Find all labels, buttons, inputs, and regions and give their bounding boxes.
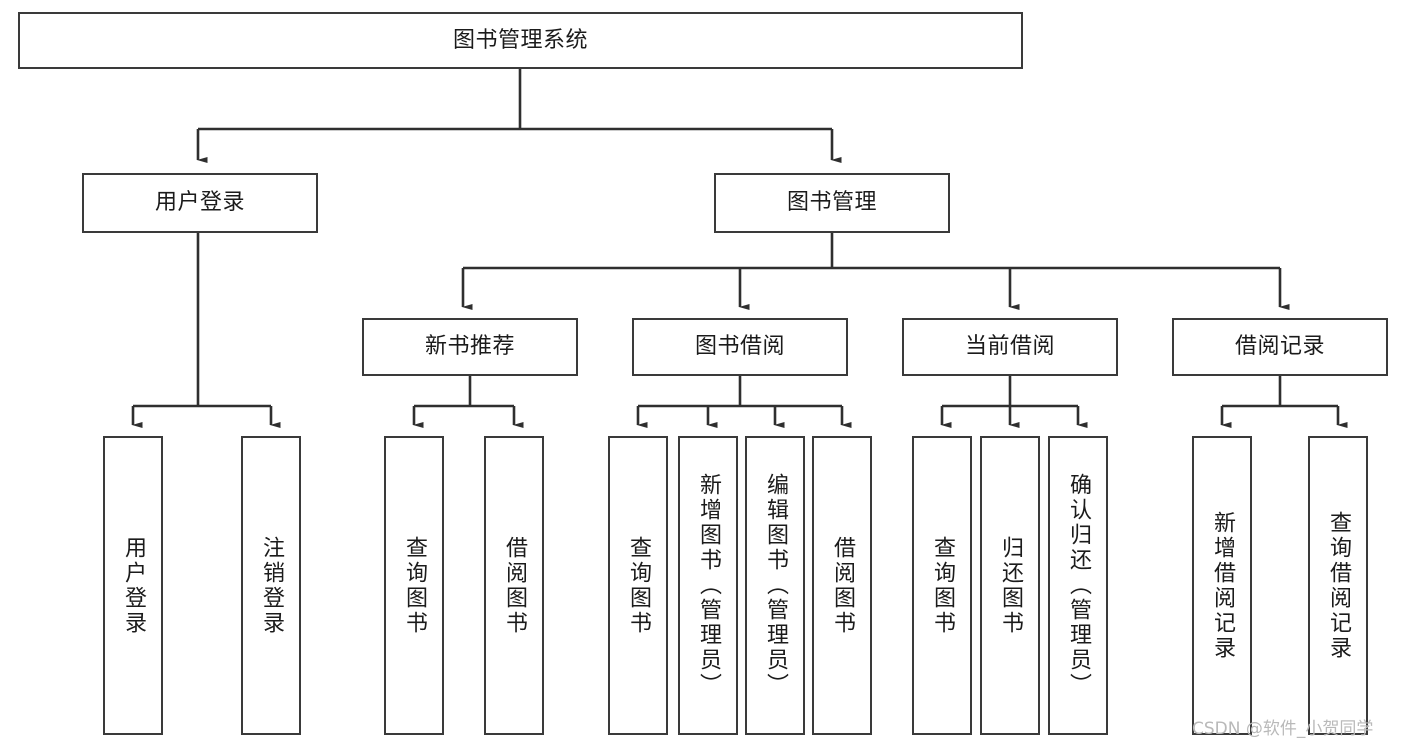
leaf-borrow-record-add[interactable]: 新增借阅记录: [1192, 436, 1252, 735]
node-borrow-record[interactable]: 借阅记录: [1172, 318, 1388, 376]
leaf-book-borrow-add[interactable]: 新增图书（管理员）: [678, 436, 738, 735]
node-label: 编辑图书（管理员）: [762, 473, 788, 698]
node-label: 归还图书: [997, 535, 1023, 636]
leaf-book-borrow-query[interactable]: 查询图书: [608, 436, 668, 735]
node-label: 借阅记录: [1234, 334, 1325, 360]
leaf-current-borrow-query[interactable]: 查询图书: [912, 436, 972, 735]
node-label: 借阅图书: [829, 535, 855, 636]
node-label: 图书管理系统: [452, 27, 588, 53]
csdn-watermark: CSDN @软件_小贺同学: [1192, 719, 1374, 739]
leaf-book-borrow-edit[interactable]: 编辑图书（管理员）: [745, 436, 805, 735]
node-label: 查询图书: [625, 535, 651, 636]
leaf-borrow-record-query[interactable]: 查询借阅记录: [1308, 436, 1368, 735]
node-root-system[interactable]: 图书管理系统: [18, 12, 1023, 69]
leaf-new-book-borrow[interactable]: 借阅图书: [484, 436, 544, 735]
node-label: 新增图书（管理员）: [695, 473, 721, 698]
node-label: 注销登录: [258, 535, 284, 636]
node-label: 查询图书: [401, 535, 427, 636]
leaf-book-borrow-borrow[interactable]: 借阅图书: [812, 436, 872, 735]
node-book-borrow[interactable]: 图书借阅: [632, 318, 848, 376]
leaf-user-login-login[interactable]: 用户登录: [103, 436, 163, 735]
node-label: 借阅图书: [501, 535, 527, 636]
node-new-book-recommend[interactable]: 新书推荐: [362, 318, 578, 376]
node-book-management[interactable]: 图书管理: [714, 173, 950, 233]
node-label: 确认归还（管理员）: [1065, 473, 1091, 698]
leaf-user-login-logout[interactable]: 注销登录: [241, 436, 301, 735]
node-label: 新增借阅记录: [1209, 510, 1235, 661]
leaf-current-borrow-confirm-return[interactable]: 确认归还（管理员）: [1048, 436, 1108, 735]
node-current-borrow[interactable]: 当前借阅: [902, 318, 1118, 376]
node-label: 图书借阅: [694, 334, 785, 360]
node-user-login[interactable]: 用户登录: [82, 173, 318, 233]
node-label: 用户登录: [154, 190, 245, 216]
node-label: 查询图书: [929, 535, 955, 636]
node-label: 图书管理: [786, 190, 877, 216]
node-label: 用户登录: [120, 535, 146, 636]
node-label: 新书推荐: [424, 334, 515, 360]
node-label: 当前借阅: [964, 334, 1055, 360]
node-label: 查询借阅记录: [1325, 510, 1351, 661]
leaf-current-borrow-return[interactable]: 归还图书: [980, 436, 1040, 735]
leaf-new-book-query[interactable]: 查询图书: [384, 436, 444, 735]
